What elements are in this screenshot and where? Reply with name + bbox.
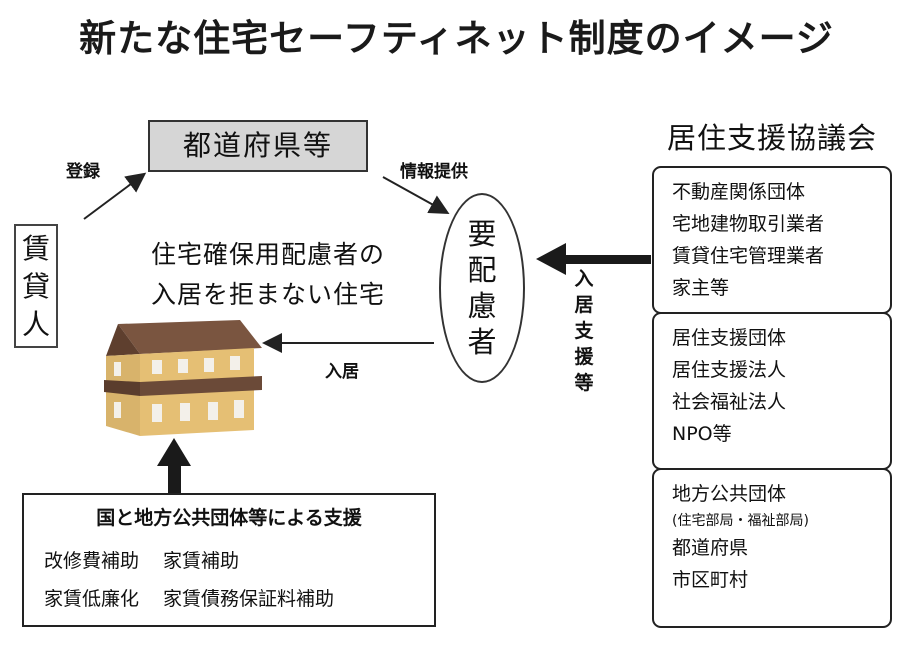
- person-char: 配: [467, 253, 497, 287]
- housing-label-line: 住宅確保用配慮者の: [150, 240, 385, 269]
- apartment-building-icon: [104, 320, 262, 436]
- landlord-char: 賃: [21, 232, 50, 265]
- person-char: 要: [467, 217, 497, 251]
- council-item: 居住支援団体: [672, 327, 787, 349]
- support-arrow-shaft: [168, 463, 181, 494]
- assist-char: 入: [574, 268, 594, 290]
- council-item: 宅地建物取引業者: [672, 213, 825, 235]
- person-char: 者: [467, 325, 497, 359]
- assist-char: 支: [574, 320, 594, 342]
- support-line-2: 家賃低廉化 家賃債務保証料補助: [44, 588, 335, 610]
- support-line-1: 改修費補助 家賃補助: [44, 550, 240, 572]
- assist-label: 入 居 支 援 等: [572, 266, 596, 396]
- council-group-support-orgs: 居住支援団体 居住支援法人 社会福祉法人 NPO等: [652, 312, 892, 470]
- landlord-box: 賃 貸 人: [14, 224, 58, 348]
- info-arrow: [382, 176, 450, 214]
- support-title: 国と地方公共団体等による支援: [96, 507, 362, 529]
- council-group-local-gov: 地方公共団体 (住宅部局・福祉部局) 都道府県 市区町村: [652, 468, 892, 628]
- council-item: 社会福祉法人: [672, 391, 787, 413]
- person-char: 慮: [467, 289, 497, 323]
- council-item: 都道府県: [672, 537, 749, 559]
- assist-char: 等: [574, 372, 594, 394]
- assist-arrow-head: [536, 243, 566, 275]
- assist-char: 援: [574, 346, 594, 368]
- council-subitem: (住宅部局・福祉部局): [672, 513, 809, 529]
- person-needing-care-ellipse: 要 配 慮 者: [439, 193, 525, 383]
- landlord-char: 人: [21, 308, 50, 341]
- council-item: NPO等: [672, 423, 732, 445]
- landlord-char: 貸: [21, 270, 50, 303]
- support-arrow-head: [157, 438, 191, 466]
- council-item: 市区町村: [672, 569, 749, 591]
- council-group-real-estate: 不動産関係団体 宅地建物取引業者 賃貸住宅管理業者 家主等: [652, 166, 892, 314]
- council-item: 家主等: [672, 277, 730, 299]
- council-item: 地方公共団体: [672, 483, 787, 505]
- council-item: 居住支援法人: [672, 359, 787, 381]
- register-arrow: [83, 172, 147, 220]
- prefectures-box: 都道府県等: [148, 120, 368, 172]
- move-in-label: 入居: [325, 362, 359, 382]
- support-box: 国と地方公共団体等による支援 改修費補助 家賃補助 家賃低廉化 家賃債務保証料補…: [22, 493, 436, 627]
- council-item: 不動産関係団体: [672, 181, 806, 203]
- housing-label-line: 入居を拒まない住宅: [150, 280, 385, 309]
- housing-label: 住宅確保用配慮者の 入居を拒まない住宅: [118, 235, 418, 315]
- assist-arrow-shaft: [563, 255, 651, 264]
- assist-char: 居: [574, 294, 594, 316]
- council-item: 賃貸住宅管理業者: [672, 245, 825, 267]
- info-provision-label: 情報提供: [400, 162, 468, 182]
- diagram-title: 新たな住宅セーフティネット制度のイメージ: [79, 17, 834, 60]
- council-title: 居住支援協議会: [666, 121, 877, 155]
- register-label: 登録: [66, 162, 100, 182]
